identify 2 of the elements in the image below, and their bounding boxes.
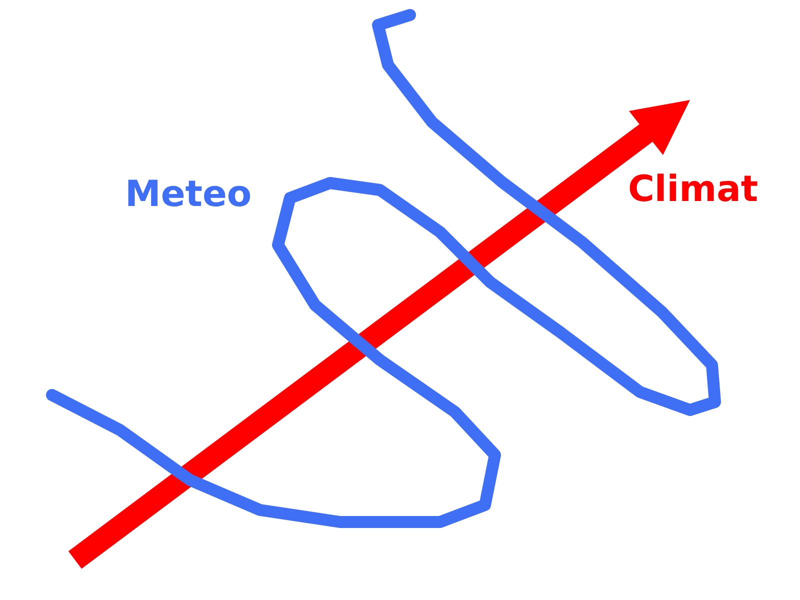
series-label: Climat [628, 170, 758, 210]
series-label: Meteo [125, 175, 252, 215]
